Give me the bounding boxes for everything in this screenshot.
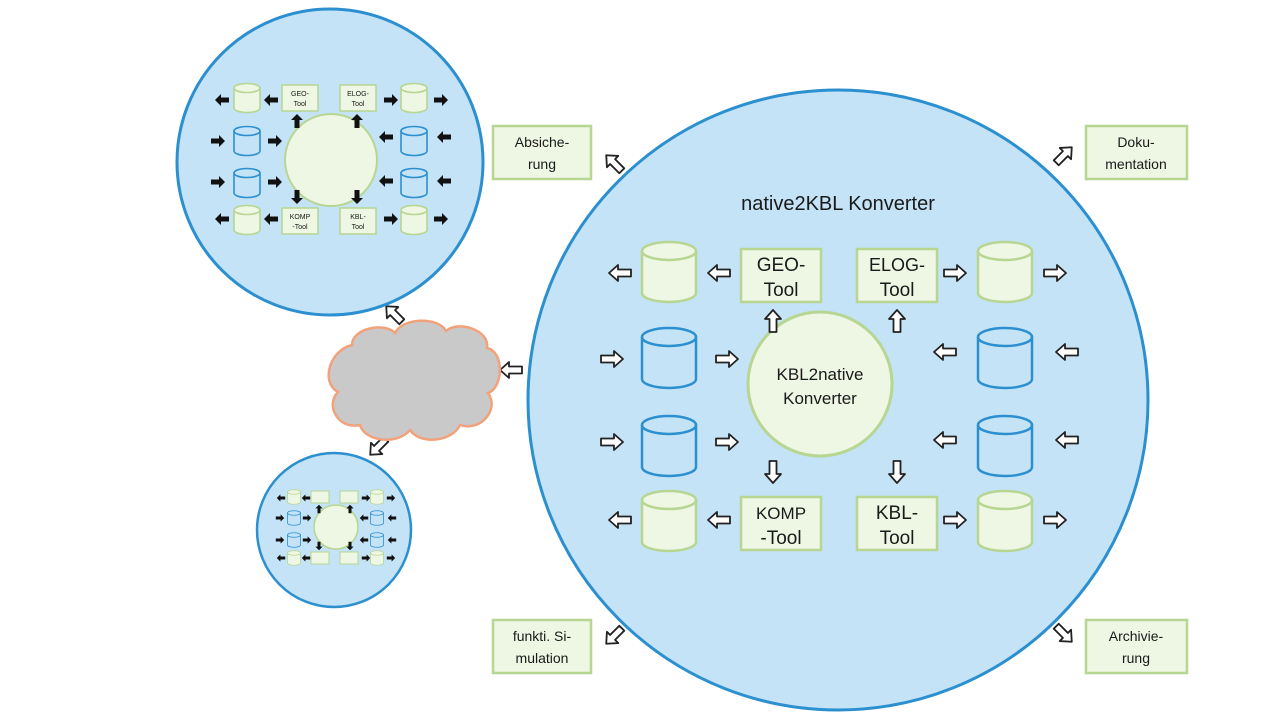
output-simulation: funkti. Si- mulation	[491, 618, 593, 675]
cloud-shape	[327, 319, 502, 441]
svg-text:GEO-: GEO-	[757, 255, 806, 276]
svg-text:mulation: mulation	[516, 650, 569, 666]
svg-text:Tool: Tool	[352, 101, 365, 108]
main-title: native2KBL Konverter	[741, 193, 935, 215]
mini-converter-circle-large: GEO- Tool ELOG- Tool KOMP -Tool KBL- Too…	[175, 7, 485, 317]
kbl-tool-box: KBL- Tool	[855, 495, 939, 552]
svg-text:GEO-: GEO-	[291, 91, 310, 98]
database-komp-output	[640, 489, 698, 553]
elog-tool-box: ELOG- Tool	[855, 247, 939, 304]
mini-geo-tool-box: GEO- Tool	[281, 84, 319, 112]
svg-text:ELOG-: ELOG-	[869, 255, 925, 275]
svg-text:mentation: mentation	[1105, 156, 1166, 172]
database-elog-output	[976, 240, 1034, 304]
svg-text:funkti. Si-: funkti. Si-	[513, 628, 572, 644]
output-archivierung: Archivie- rung	[1084, 618, 1189, 675]
center-label-line1: KBL2native	[777, 365, 864, 384]
komp-tool-box: KOMP -Tool	[739, 495, 823, 552]
mini-komp-tool-box: KOMP -Tool	[281, 207, 319, 235]
svg-text:Tool: Tool	[880, 528, 915, 549]
svg-text:KBL-: KBL-	[876, 503, 918, 524]
kbl2native-circle: KBL2native Konverter	[746, 310, 894, 458]
svg-text:Doku-: Doku-	[1117, 134, 1155, 150]
svg-text:Absiche-: Absiche-	[515, 134, 570, 150]
svg-text:KOMP: KOMP	[756, 504, 806, 523]
database-input-2	[640, 414, 698, 478]
svg-text:rung: rung	[1122, 650, 1150, 666]
svg-text:Tool: Tool	[294, 101, 307, 108]
svg-text:KOMP: KOMP	[290, 214, 311, 221]
svg-text:ELOG-: ELOG-	[347, 91, 369, 98]
database-input-4	[976, 414, 1034, 478]
center-label-line2: Konverter	[783, 389, 857, 408]
svg-text:-Tool: -Tool	[760, 528, 801, 549]
svg-text:Archivie-: Archivie-	[1109, 628, 1164, 644]
svg-text:KBL-: KBL-	[350, 214, 366, 221]
database-input-1	[640, 326, 698, 390]
svg-text:Tool: Tool	[764, 280, 799, 301]
mini-converter-circle-small	[255, 451, 413, 609]
svg-text:Tool: Tool	[880, 280, 915, 301]
mini-kbl-tool-box: KBL- Tool	[339, 207, 377, 235]
svg-text:Tool: Tool	[352, 224, 365, 231]
main-converter-circle: native2KBL Konverter KBL2native Konverte…	[526, 88, 1150, 712]
svg-text:rung: rung	[528, 156, 556, 172]
database-input-3	[976, 326, 1034, 390]
output-dokumentation: Doku- mentation	[1084, 124, 1189, 181]
svg-text:-Tool: -Tool	[292, 224, 308, 231]
geo-tool-box: GEO- Tool	[739, 247, 823, 304]
database-geo-output	[640, 240, 698, 304]
output-absicherung: Absiche- rung	[491, 124, 593, 181]
database-kbl-output	[976, 489, 1034, 553]
mini-elog-tool-box: ELOG- Tool	[339, 84, 377, 112]
